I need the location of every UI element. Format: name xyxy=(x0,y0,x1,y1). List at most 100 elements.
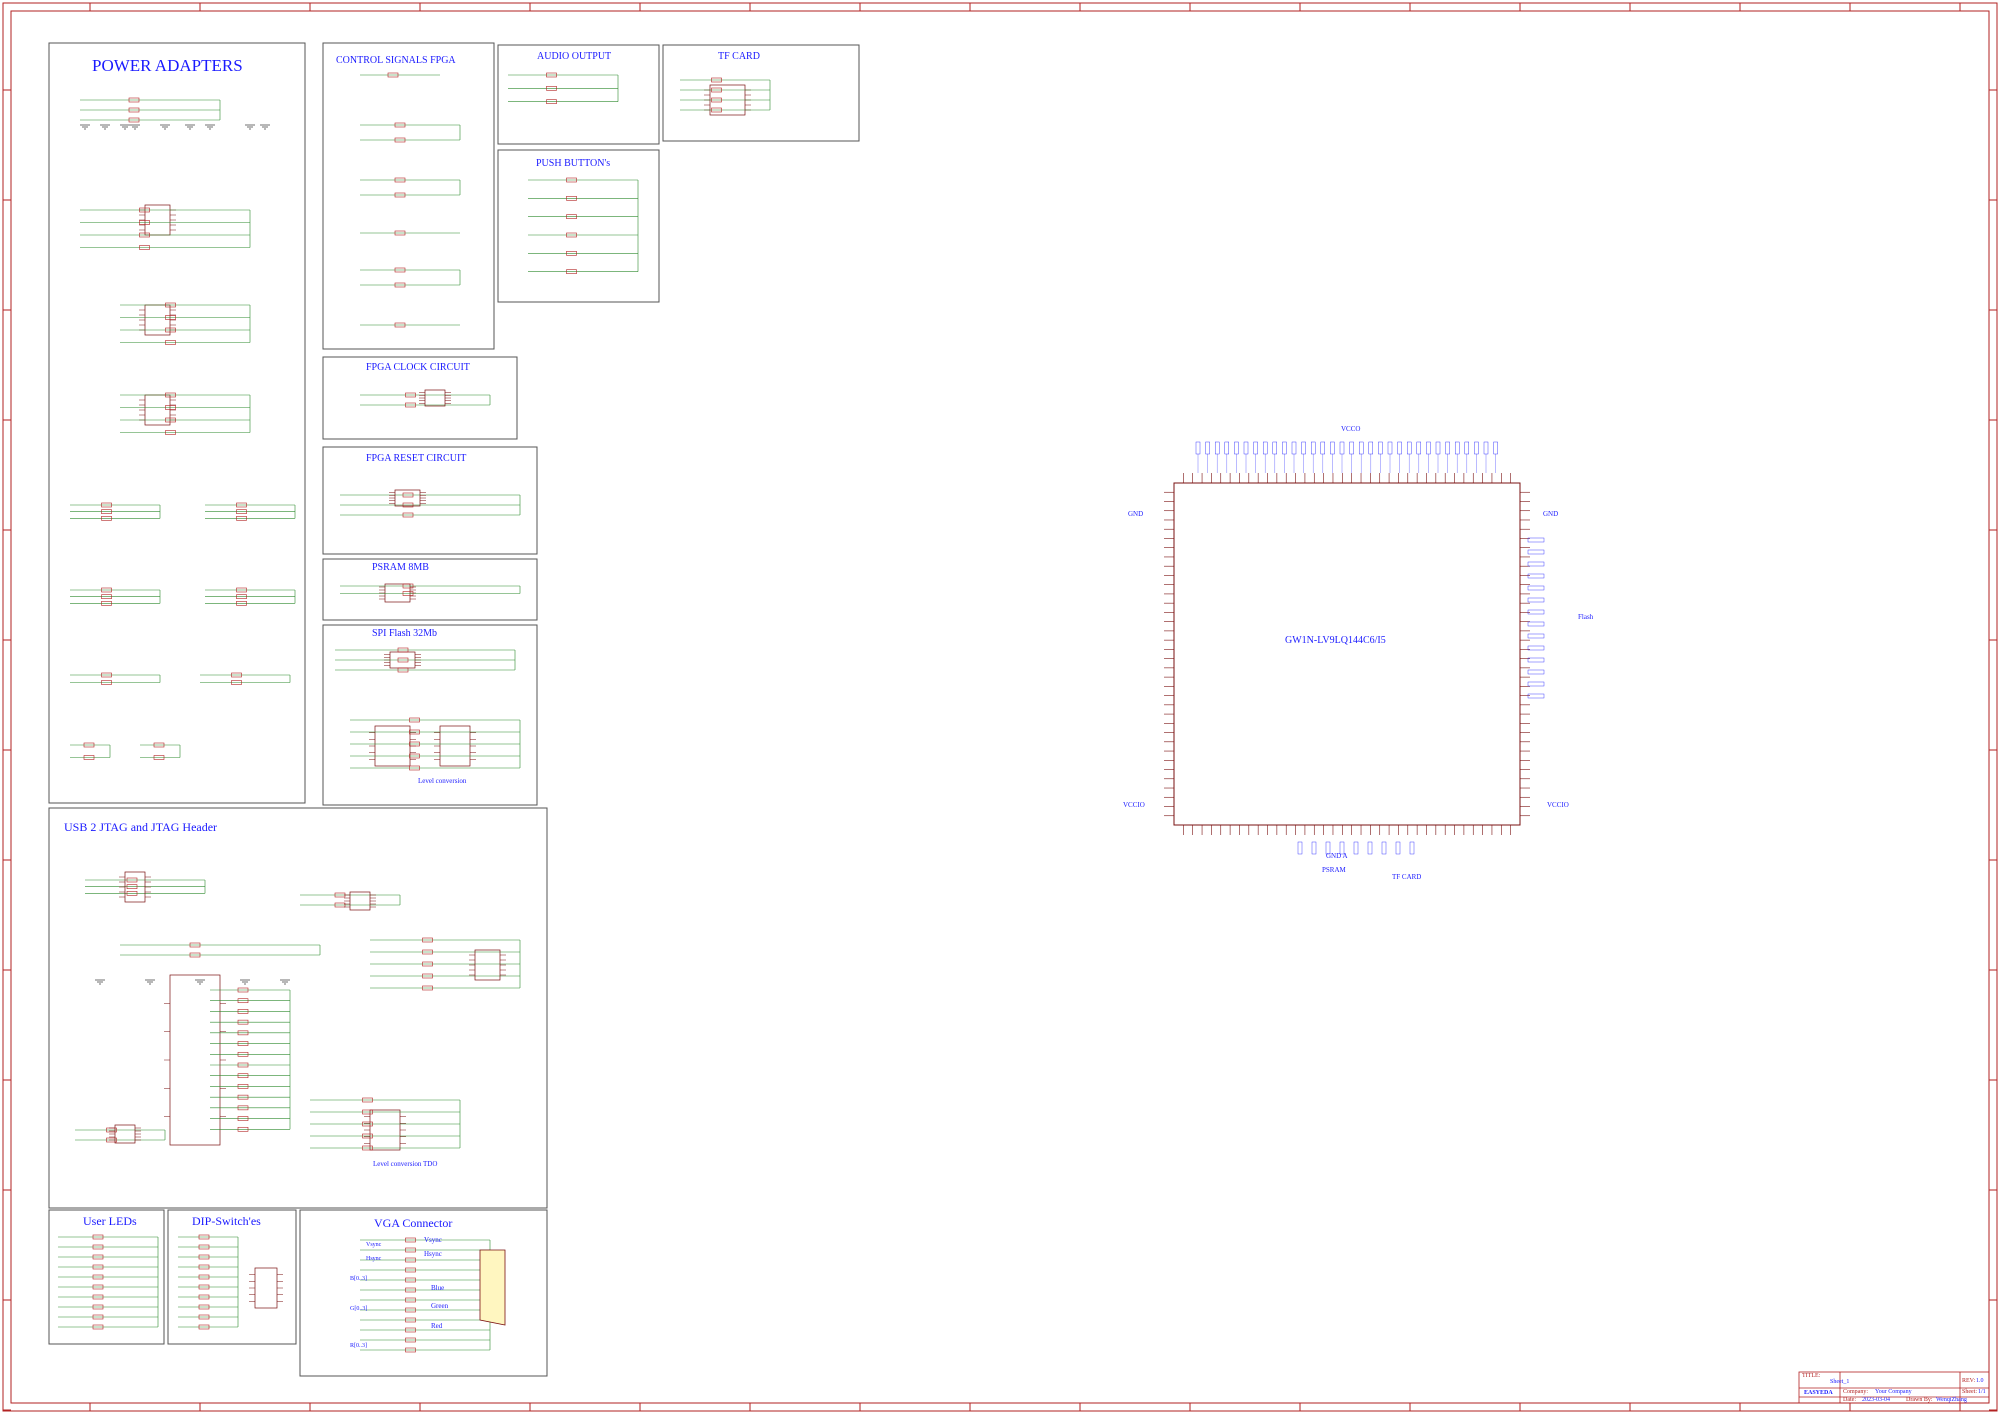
box-psram xyxy=(322,558,538,621)
resistor xyxy=(92,1314,104,1320)
net-flag xyxy=(1387,441,1393,455)
net-flag xyxy=(1378,441,1383,455)
resistor xyxy=(409,753,420,759)
resistor xyxy=(126,884,138,889)
tb-logo: EASYEDA xyxy=(1804,1390,1833,1396)
net-flag xyxy=(1395,841,1401,855)
tb-sheet: 1/1 xyxy=(1978,1389,1986,1395)
tb-sheet-caption: Sheet: xyxy=(1962,1389,1977,1395)
box-usb-jtag xyxy=(48,807,548,1209)
resistor xyxy=(236,587,247,593)
resistor xyxy=(92,1324,104,1330)
resistor xyxy=(405,1307,416,1313)
net-gnd-fpga-right: GND xyxy=(1543,510,1559,518)
net-gnd-fpga-left: GND xyxy=(1128,510,1144,518)
resistor xyxy=(405,1297,416,1303)
resistor xyxy=(237,1126,249,1132)
vga-signal-green: Green xyxy=(431,1302,449,1310)
vga-signal-blue: Blue xyxy=(431,1284,445,1292)
resistor xyxy=(189,952,201,958)
net-flag xyxy=(1358,441,1364,455)
tb-company: Your Company xyxy=(1875,1389,1912,1395)
resistor xyxy=(405,1337,416,1343)
resistor xyxy=(237,1084,249,1089)
heading-usb-jtag: USB 2 JTAG and JTAG Header xyxy=(64,820,218,834)
tb-date-caption: Date: xyxy=(1843,1397,1856,1403)
resistor xyxy=(546,72,557,78)
resistor xyxy=(237,987,249,993)
resistor xyxy=(362,1121,373,1127)
resistor xyxy=(139,207,150,213)
ic-body xyxy=(384,583,411,603)
net-flag xyxy=(1435,441,1441,455)
resistor xyxy=(237,1041,249,1046)
net-flag xyxy=(1445,441,1450,455)
fpga-psram-label: PSRAM xyxy=(1322,866,1346,874)
fpga-flash-label: Flash xyxy=(1578,613,1594,621)
resistor xyxy=(362,1145,373,1151)
heading-dip-switches: DIP-Switch'es xyxy=(192,1214,261,1228)
fpga-tfcard-label: TF CARD xyxy=(1392,873,1422,881)
resistor xyxy=(402,591,414,596)
resistor xyxy=(165,430,176,435)
net-flag xyxy=(1527,645,1545,651)
resistor xyxy=(422,985,433,991)
ic-body xyxy=(144,394,171,426)
tb-company-caption: Company: xyxy=(1843,1389,1868,1395)
heading-user-leds: User LEDs xyxy=(83,1214,137,1228)
net-flag xyxy=(1527,681,1545,687)
resistor xyxy=(362,1109,373,1115)
resistor xyxy=(711,97,722,103)
resistor xyxy=(394,267,406,273)
resistor xyxy=(237,1116,249,1121)
net-flag xyxy=(1353,841,1359,855)
resistor xyxy=(237,1019,249,1025)
ic-body xyxy=(474,949,501,981)
resistor xyxy=(237,1105,249,1111)
resistor xyxy=(405,1267,416,1273)
resistor xyxy=(387,72,399,78)
ic-body xyxy=(124,871,146,903)
vga-signal-hsync: Hsync xyxy=(424,1250,442,1258)
resistor xyxy=(101,672,112,678)
box-power-adapters xyxy=(48,42,306,804)
resistor xyxy=(402,502,414,508)
resistor xyxy=(566,232,577,238)
ic-body xyxy=(394,489,421,507)
resistor xyxy=(237,1051,249,1057)
net-flag xyxy=(1253,441,1258,455)
resistor xyxy=(394,230,406,236)
resistor xyxy=(711,77,722,83)
resistor xyxy=(402,583,414,589)
resistor xyxy=(198,1324,210,1330)
resistor xyxy=(422,961,433,967)
net-flag xyxy=(1527,573,1545,579)
heading-psram: PSRAM 8MB xyxy=(372,562,429,573)
resistor xyxy=(126,877,138,883)
net-flag xyxy=(1464,441,1470,455)
resistor xyxy=(566,269,577,274)
resistor xyxy=(165,417,176,423)
circuit-drawing xyxy=(58,72,1545,1353)
vga-input-vsync: Vsync xyxy=(366,1242,382,1248)
note-level-conversion: Level conversion xyxy=(418,777,467,785)
resistor xyxy=(566,251,577,256)
net-flag xyxy=(1493,441,1498,455)
box-vga-connector xyxy=(299,1209,548,1377)
resistor xyxy=(236,516,247,521)
resistor xyxy=(198,1254,210,1260)
net-flag xyxy=(1339,441,1345,455)
net-flag xyxy=(1527,693,1545,699)
resistor xyxy=(402,512,414,518)
resistor xyxy=(236,601,247,606)
heading-spi-flash: SPI Flash 32Mb xyxy=(372,628,438,639)
resistor xyxy=(92,1264,104,1270)
resistor xyxy=(92,1304,104,1310)
resistor xyxy=(409,741,420,747)
resistor xyxy=(231,680,242,685)
heading-fpga-reset: FPGA RESET CIRCUIT xyxy=(366,453,467,464)
resistor xyxy=(405,1237,416,1243)
heading-vga-connector: VGA Connector xyxy=(374,1216,453,1230)
net-vccio-left: VCCIO xyxy=(1123,801,1145,809)
